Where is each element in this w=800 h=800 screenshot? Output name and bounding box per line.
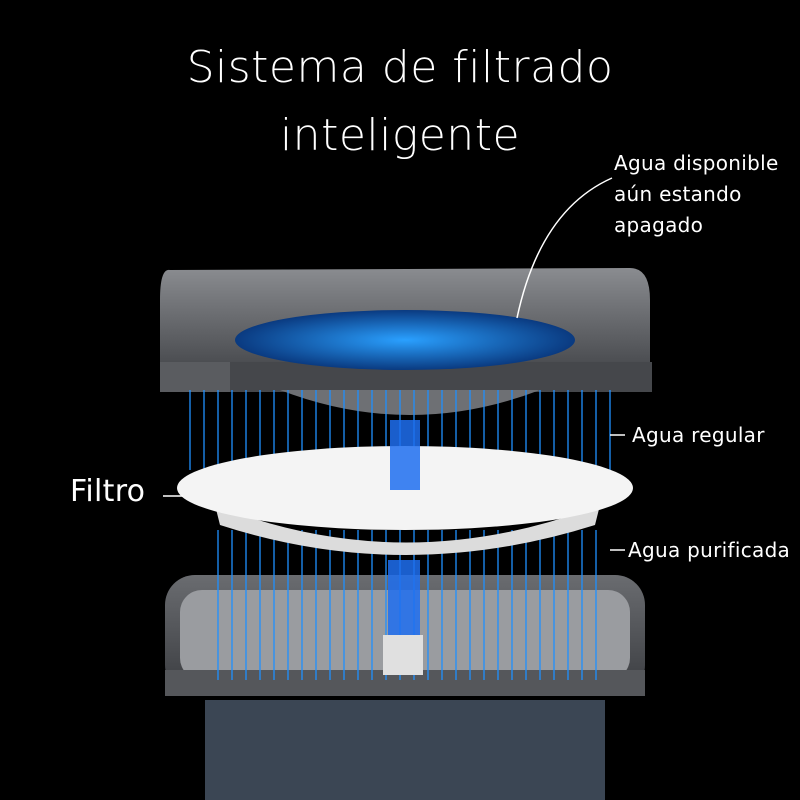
pump-intake [383,635,423,675]
callout-line: Agua disponible [614,151,779,175]
purified-water-callout: Agua purificada [628,538,791,562]
filter-callout: Filtro [70,474,146,509]
callout-pointer-line [516,177,613,319]
available-water-callout: Agua disponible aún estando apagado [614,148,779,241]
callout-line: aún estando [614,182,742,206]
title-line-2: inteligente [279,110,521,161]
reservoir-base [165,575,645,800]
pump-tube [388,560,420,640]
regular-water-callout: Agua regular [632,423,765,447]
top-bowl [160,268,652,415]
filter-disc [177,420,633,555]
water-flow-lines [189,390,611,680]
callout-line: apagado [614,213,704,237]
title-line-1: Sistema de filtrado [186,42,614,93]
